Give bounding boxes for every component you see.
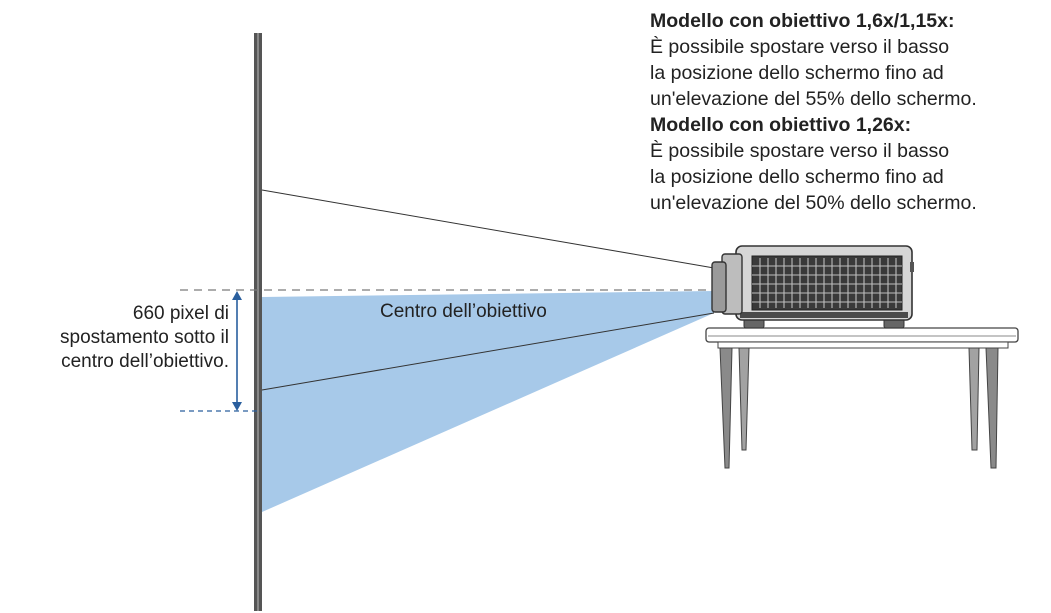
note-line: È possibile spostare verso il basso <box>650 36 950 58</box>
note-line: la posizione dello schermo fino ad <box>650 62 944 84</box>
note-heading: Modello con obiettivo 1,6x/1,15x: <box>650 10 955 32</box>
table <box>705 327 1019 469</box>
table-leg-back-left <box>738 347 750 451</box>
projector-lens <box>711 261 727 313</box>
offset-label: 660 pixel di spostamento sotto il centro… <box>60 302 229 374</box>
offset-label-line: centro dell’obiettivo. <box>61 351 229 372</box>
screen-highlight <box>257 33 259 611</box>
projector-side-button <box>910 262 914 272</box>
lens-shift-notes: Modello con obiettivo 1,6x/1,15x: È poss… <box>650 8 1050 216</box>
projector-vent-grille <box>751 255 903 311</box>
lens-center-label: Centro dell’obiettivo <box>380 301 547 322</box>
offset-label-line: spostamento sotto il <box>60 327 229 348</box>
projector <box>711 245 914 329</box>
note-line: un'elevazione del 55% dello schermo. <box>650 88 977 110</box>
table-top <box>705 327 1019 343</box>
projector-base-strip <box>740 312 908 318</box>
offset-arrow-head-down <box>232 402 242 411</box>
note-line: la posizione dello schermo fino ad <box>650 166 944 188</box>
note-line: un'elevazione del 50% dello schermo. <box>650 192 977 214</box>
note-lens-model-1: Modello con obiettivo 1,6x/1,15x: È poss… <box>650 8 1050 112</box>
table-apron <box>717 341 1009 349</box>
table-leg-front-left <box>719 347 733 469</box>
note-line: È possibile spostare verso il basso <box>650 140 950 162</box>
note-lens-model-2: Modello con obiettivo 1,26x: È possibile… <box>650 112 1050 216</box>
projected-image-beam <box>262 291 714 512</box>
offset-label-line: 660 pixel di <box>132 303 229 324</box>
offset-arrow-head-up <box>232 291 242 300</box>
table-leg-back-right <box>968 347 980 451</box>
note-heading: Modello con obiettivo 1,26x: <box>650 114 912 136</box>
beam-lower-line <box>261 312 715 391</box>
table-leg-front-right <box>985 347 999 469</box>
beam-upper-line <box>261 189 715 269</box>
